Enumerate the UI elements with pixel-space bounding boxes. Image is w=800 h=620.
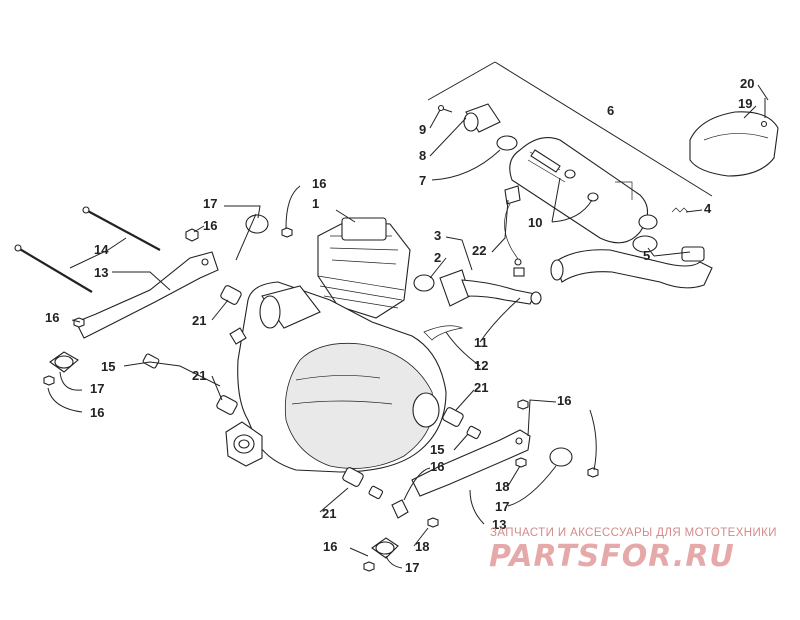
watermark-logo: PARTSFOR.RU bbox=[489, 539, 735, 574]
right-engine-mounts bbox=[342, 399, 599, 572]
callout-16-left: 16 bbox=[45, 310, 59, 325]
callout-16-right: 16 bbox=[557, 393, 571, 408]
callout-11: 11 bbox=[474, 335, 488, 350]
callout-15-left: 15 bbox=[101, 359, 115, 374]
leader-lines bbox=[47, 84, 769, 569]
watermark-tagline: ЗАПЧАСТИ И АКСЕССУАРЫ ДЛЯ МОТОТЕХНИКИ bbox=[490, 527, 777, 539]
callout-7: 7 bbox=[419, 173, 426, 188]
callout-13-upper: 13 bbox=[94, 265, 108, 280]
callout-17-lower-left: 17 bbox=[90, 381, 104, 396]
callout-17-bottom: 17 bbox=[405, 560, 419, 575]
callout-16-top: 16 bbox=[312, 176, 326, 191]
callout-1: 1 bbox=[312, 196, 319, 211]
callout-21-mid-left: 21 bbox=[192, 368, 206, 383]
callout-16-lower-left: 16 bbox=[90, 405, 104, 420]
callout-8: 8 bbox=[419, 148, 426, 163]
muffler-assembly bbox=[413, 61, 779, 307]
callout-9: 9 bbox=[419, 122, 426, 137]
callout-17-right: 17 bbox=[495, 499, 509, 514]
callout-16-bottom: 16 bbox=[323, 539, 337, 554]
callout-21-upper-left: 21 bbox=[192, 313, 206, 328]
callout-16-top-left: 16 bbox=[203, 218, 217, 233]
callout-6: 6 bbox=[607, 103, 614, 118]
callout-18-bottom: 18 bbox=[415, 539, 429, 554]
callout-5: 5 bbox=[643, 248, 650, 263]
callout-19: 19 bbox=[738, 96, 752, 111]
callout-2: 2 bbox=[434, 250, 441, 265]
callout-labels: 20 19 6 9 8 7 10 4 5 3 2 22 11 12 1 16 1… bbox=[45, 76, 754, 575]
callout-21-lower: 21 bbox=[322, 506, 336, 521]
left-engine-mounts bbox=[14, 206, 293, 415]
callout-3: 3 bbox=[434, 228, 441, 243]
callout-20: 20 bbox=[740, 76, 754, 91]
callout-18-right: 18 bbox=[495, 479, 509, 494]
callout-12: 12 bbox=[474, 358, 488, 373]
callout-13-lower: 13 bbox=[492, 517, 506, 532]
callout-14: 14 bbox=[94, 242, 109, 257]
engine-assembly bbox=[225, 217, 464, 473]
callout-10: 10 bbox=[528, 215, 542, 230]
callout-17-top: 17 bbox=[203, 196, 217, 211]
callout-15-right: 15 bbox=[430, 442, 444, 457]
callout-22: 22 bbox=[472, 243, 486, 258]
callout-4: 4 bbox=[704, 201, 712, 216]
callout-16-mid: 16 bbox=[430, 459, 444, 474]
callout-21-right: 21 bbox=[474, 380, 488, 395]
